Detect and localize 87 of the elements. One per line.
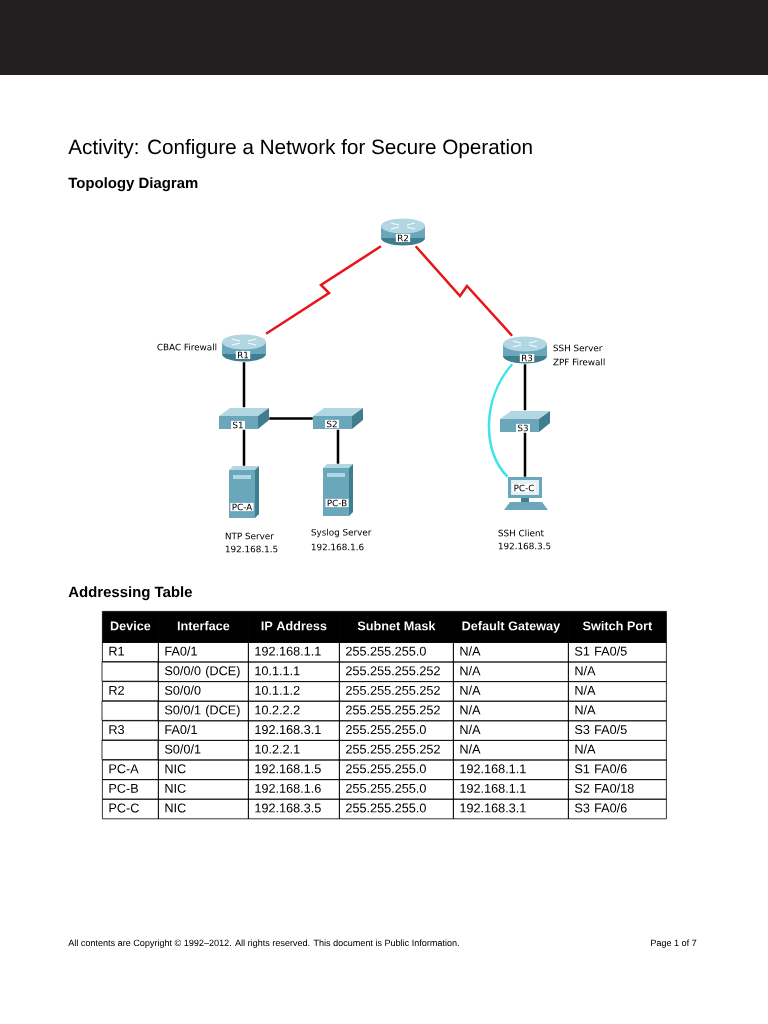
table-cell: N/A [568,740,667,761]
table-header-cell: Default Gateway [453,611,569,643]
table-cell: 255.255.255.0 [339,798,454,820]
table-cell: 255.255.255.0 [339,642,454,663]
table-header-cell: Interface [158,611,249,643]
table-cell: 192.168.3.1 [248,720,340,741]
table-cell: N/A [568,700,667,722]
table-cell: 255.255.255.252 [339,661,454,682]
device-caption: NTP Server [225,532,274,540]
table-cell: R3 [102,720,159,741]
table-cell: 192.168.1.1 [248,642,340,663]
table-cell: S3 FA0/5 [568,720,667,741]
table-cell: NIC [158,779,249,800]
table-cell: R2 [102,681,159,702]
connection-line [523,364,527,411]
table-cell: PC-B [102,779,159,800]
connection-line [242,429,246,466]
table-cell: 192.168.1.6 [248,779,340,800]
table-cell: N/A [453,661,569,682]
device-label: S2 [325,419,339,429]
device-label: S1 [231,420,245,430]
connection-line [523,432,527,477]
table-cell: S2 FA0/18 [568,779,667,800]
table-cell: 10.1.1.2 [248,681,340,702]
device-label: R3 [519,353,535,363]
table-cell: 192.168.1.1 [453,759,569,780]
table-cell: N/A [568,661,667,682]
page-number: Page 1 of 7 [651,939,697,948]
table-header-cell: Switch Port [568,611,667,643]
device-label: S3 [516,423,530,433]
footer-text: All contents are Copyright © 1992–2012. All rights reserved. This document is Public Information. [68,939,459,948]
table-cell: 255.255.255.252 [339,700,454,722]
device-caption: ZPF Firewall [553,358,605,366]
table-cell: R1 [102,642,159,663]
table-cell: 192.168.3.1 [453,798,569,820]
device-label: PC-C [512,483,536,493]
table-cell: PC-C [102,798,159,820]
connection-line [336,429,340,464]
device-caption: SSH Server [553,344,603,352]
table-cell: 255.255.255.0 [339,759,454,780]
device-label: PC-A [230,502,254,512]
table-cell: S0/0/1 [158,740,249,761]
device-caption: 192.168.1.6 [311,543,364,551]
section-heading: Addressing Table [68,586,192,601]
device-caption: 192.168.3.5 [498,542,551,550]
table-cell: N/A [453,720,569,741]
table-cell: NIC [158,798,249,820]
table-cell: 255.255.255.252 [339,681,454,702]
table-cell: FA0/1 [158,720,249,741]
table-cell: S3 FA0/6 [568,798,667,820]
connection-line [242,362,246,408]
table-cell: S1 FA0/5 [568,642,667,663]
connection-line [269,417,313,420]
table-header-cell: IP Address [248,611,340,643]
table-header-cell: Subnet Mask [339,611,454,643]
table-cell: 255.255.255.0 [339,779,454,800]
table-cell: PC-A [102,759,159,780]
table-cell: FA0/1 [158,642,249,663]
table-cell: 255.255.255.0 [339,720,454,741]
table-cell: 192.168.1.1 [453,779,569,800]
table-cell: 10.1.1.1 [248,661,340,682]
table-cell: 255.255.255.252 [339,740,454,761]
table-cell: N/A [453,681,569,702]
table-cell: N/A [453,700,569,722]
device-caption: Syslog Server [311,528,372,538]
connection-line [265,245,382,335]
table-cell: S0/0/0 [158,681,249,702]
table-header-cell: Device [102,611,159,643]
table-cell: S1 FA0/6 [568,759,667,780]
connection-line [414,245,513,337]
table-cell: 10.2.2.1 [248,740,340,761]
page-title: Activity: Configure a Network for Secure Operation [68,139,532,159]
connection-line [487,363,514,478]
table-cell: 10.2.2.2 [248,700,340,722]
table-cell: N/A [568,681,667,702]
table-cell: 192.168.3.5 [248,798,340,820]
table-cell: S0/0/0 (DCE) [158,661,249,682]
section-heading: Topology Diagram [68,177,198,192]
table-cell: N/A [453,740,569,761]
table-cell: S0/0/1 (DCE) [158,700,249,722]
table-cell: NIC [158,759,249,780]
device-caption: CBAC Firewall [157,343,217,351]
device-caption: 192.168.1.5 [225,545,278,553]
table-cell: N/A [453,642,569,663]
table-cell: 192.168.1.5 [248,759,340,780]
device-caption: SSH Client [498,529,544,537]
device-label: PC-B [325,498,349,508]
